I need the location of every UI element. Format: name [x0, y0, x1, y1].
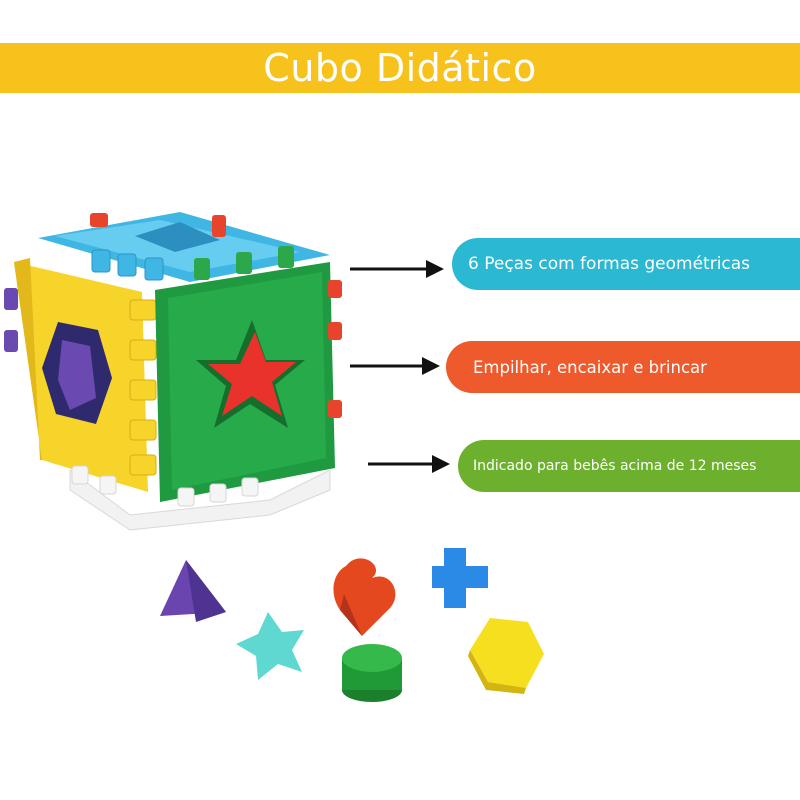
feature-label: Indicado para bebês acima de 12 meses [473, 458, 757, 474]
cross-piece [432, 548, 488, 608]
cylinder-piece [342, 644, 402, 702]
page-title: Cubo Didático [263, 46, 537, 90]
arrow-icon [368, 455, 450, 473]
feature-badge-play: Empilhar, encaixar e brincar [446, 341, 800, 393]
feature-label: 6 Peças com formas geométricas [468, 254, 751, 274]
triangle-piece [160, 560, 226, 622]
title-banner: Cubo Didático [0, 43, 800, 93]
arrow-icon [350, 260, 444, 278]
feature-badge-age: Indicado para bebês acima de 12 meses [458, 440, 800, 492]
star-piece [236, 612, 304, 680]
feature-badge-shapes: 6 Peças com formas geométricas [452, 238, 800, 290]
hexagon-piece [468, 618, 544, 694]
heart-piece [333, 558, 396, 636]
arrow-icon [350, 357, 440, 375]
feature-label: Empilhar, encaixar e brincar [473, 357, 707, 377]
